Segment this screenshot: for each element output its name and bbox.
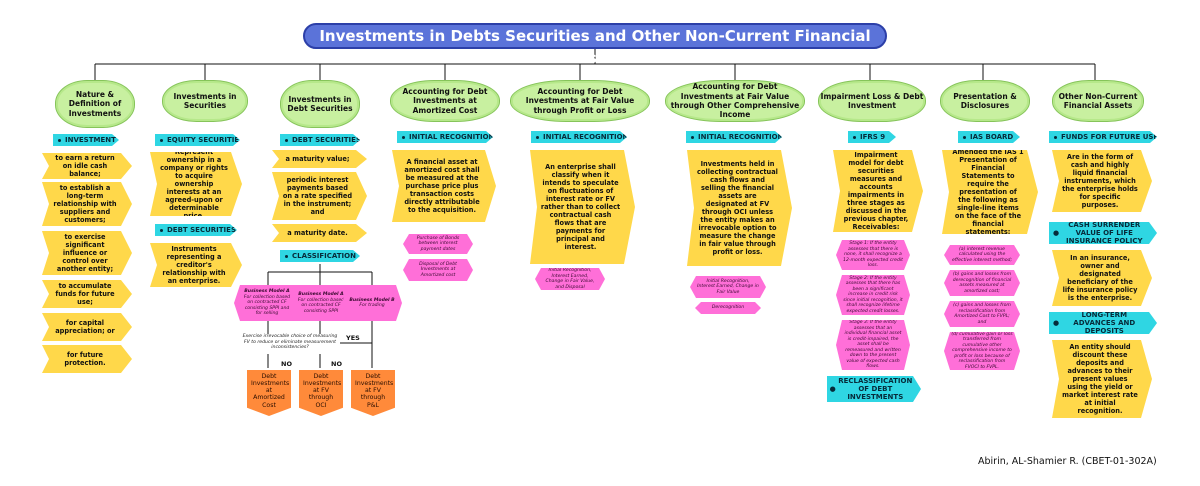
bullet-icon	[536, 136, 539, 139]
header-fv-oci: Accounting for Debt Investments at Fair …	[665, 80, 805, 122]
bullet-icon	[160, 229, 163, 232]
hex-stage-1: Stage 1: If the entity assesses that the…	[836, 240, 910, 270]
outcome-fv-oci: Debt Investments at FV through OCI	[299, 370, 343, 416]
fvoci-initial-recognition: Investments held in collecting contractu…	[687, 150, 792, 266]
tag-initial-recognition-ac: INITIAL RECOGNITION	[397, 131, 493, 143]
hex-fvoci-activities: Initial Recognition, Interest Earned, Ch…	[690, 276, 766, 298]
business-model-label: Business Model A	[244, 289, 290, 295]
hex-fvpl-activities: Initial Recognition, Interest Earned, Ch…	[535, 268, 605, 290]
impairment-model: Impairment model for debt securities mea…	[833, 150, 923, 232]
header-nature-definition: Nature & Definition of Investments	[55, 80, 135, 128]
bullet-icon	[963, 136, 966, 139]
hex-stage-2: Stage 2: If the entity assesses that the…	[836, 275, 910, 315]
business-model-desc: For trading	[359, 303, 385, 308]
equity-securities-definition: Represent ownership in a company or righ…	[150, 152, 242, 216]
tag-cash-surrender-value: ● CASH SURRENDER VALUE OF LIFE INSURANCE…	[1049, 222, 1157, 244]
tag-ifrs-9: IFRS 9	[848, 131, 896, 143]
hex-disposal-ac: Disposal of Debt Investments at Amortize…	[403, 259, 473, 281]
bullet-icon	[691, 136, 694, 139]
bullet-icon: ●	[1053, 228, 1062, 237]
outcome-fv-pl: Debt Investments at FV through P&L	[351, 370, 395, 416]
irrevocable-choice-question: Exercise irrevocable choice of measuring…	[240, 334, 340, 354]
investment-purpose-2: to establish a long-term relationship wi…	[42, 182, 132, 226]
tag-funds-future-use: FUNDS FOR FUTURE USE	[1049, 131, 1157, 143]
tag-debt-securities-2: DEBT SECURITIES	[280, 134, 360, 146]
tag-equity-securities: EQUITY SECURITIES	[155, 134, 240, 146]
tag-reclassification: ● RECLASSIFICATION OF DEBT INVESTMENTS	[827, 376, 921, 402]
bullet-icon	[285, 255, 288, 258]
bullet-icon	[58, 139, 61, 142]
diagram-title: Investments in Debts Securities and Othe…	[303, 23, 887, 67]
header-other-ncfa: Other Non-Current Financial Assets	[1052, 80, 1144, 122]
bullet-icon: ●	[829, 384, 839, 393]
bullet-icon	[1054, 136, 1057, 139]
hex-purchase-bonds: Purchase of Bonds between interest payme…	[403, 234, 473, 254]
business-model-desc: For collection based on contracted CF co…	[243, 294, 291, 317]
hex-disclosure-c: (c) gains and losses from reclassificati…	[944, 301, 1020, 327]
debt-feature-maturity-date: a maturity date.	[272, 224, 367, 242]
tag-classification: CLASSIFICATION	[280, 250, 360, 262]
cash-surrender-value-definition: In an insurance, owner and designated be…	[1052, 250, 1152, 306]
investment-purpose-3: to exercise significant influence or con…	[42, 231, 132, 275]
fvpl-initial-recognition: An enterprise shall classify when it int…	[530, 150, 635, 264]
hex-stage-3: Stage 3: If the entity assesses that an …	[836, 320, 910, 370]
investment-purpose-5: for capital appreciation; or	[42, 313, 132, 341]
business-model-label: Business Model B	[349, 297, 395, 303]
hex-disclosure-a: (a) interest revenue calculated using th…	[944, 245, 1020, 265]
header-fv-profit-loss: Accounting for Debt Investments at Fair …	[510, 80, 650, 122]
funds-future-use-definition: Are in the form of cash and highly liqui…	[1052, 150, 1152, 212]
tag-ias-board: IAS BOARD	[958, 131, 1020, 143]
long-term-advances-definition: An entity should discount these deposits…	[1052, 340, 1152, 418]
header-impairment: Impairment Loss & Debt Investment	[818, 80, 926, 122]
header-amortized-cost: Accounting for Debt Investments at Amort…	[390, 80, 500, 122]
bullet-icon	[853, 136, 856, 139]
no-label-2: NO	[331, 360, 345, 368]
author-signature: Abirin, AL-Shamier R. (CBET-01-302A)	[978, 456, 1157, 467]
investment-purpose-4: to accumulate funds for future use;	[42, 280, 132, 308]
tag-initial-recognition-fvpl: INITIAL RECOGNITION	[531, 131, 627, 143]
business-model-desc: For collection based on contracted CF co…	[297, 297, 345, 314]
debt-securities-definition: Instruments representing a creditor's re…	[150, 243, 242, 287]
header-presentation: Presentation & Disclosures	[940, 80, 1030, 122]
bullet-icon	[285, 139, 288, 142]
no-label-1: NO	[281, 360, 295, 368]
tag-initial-recognition-fvoci: INITIAL RECOGNITION	[686, 131, 782, 143]
bullet-icon: ●	[1053, 318, 1062, 327]
debt-feature-interest: periodic interest payments based on a ra…	[272, 172, 367, 220]
amortized-cost-initial-recognition: A financial asset at amortized cost shal…	[392, 150, 496, 222]
hex-disclosure-d: (d) cumulative gain or loss transferred …	[944, 332, 1020, 370]
investment-purpose-1: to earn a return on idle cash balance;	[42, 153, 132, 179]
outcome-amortized-cost: Debt Investments at Amortized Cost	[247, 370, 291, 416]
hex-derecognition: Derecognition	[695, 302, 761, 314]
ias-amendment: Amended the IAS 1 Presentation of Financ…	[942, 150, 1038, 234]
business-model-label: Business Model A	[298, 292, 344, 297]
investment-purpose-6: for future protection.	[42, 345, 132, 373]
header-investments-securities: Investments in Securities	[162, 80, 248, 122]
bullet-icon	[402, 136, 405, 139]
debt-feature-maturity-value: a maturity value;	[272, 150, 367, 168]
header-investments-debt-securities: Investments in Debt Securities	[280, 80, 360, 128]
yes-label: YES	[346, 334, 364, 342]
tag-long-term-advances: ● LONG-TERM ADVANCES AND DEPOSITS	[1049, 312, 1157, 334]
tag-investment: INVESTMENT	[53, 134, 119, 146]
bullet-icon	[160, 139, 163, 142]
hex-disclosure-b: (b) gains and losses from derecognition …	[944, 270, 1020, 296]
tag-debt-securities: DEBT SECURITIES	[155, 224, 237, 236]
